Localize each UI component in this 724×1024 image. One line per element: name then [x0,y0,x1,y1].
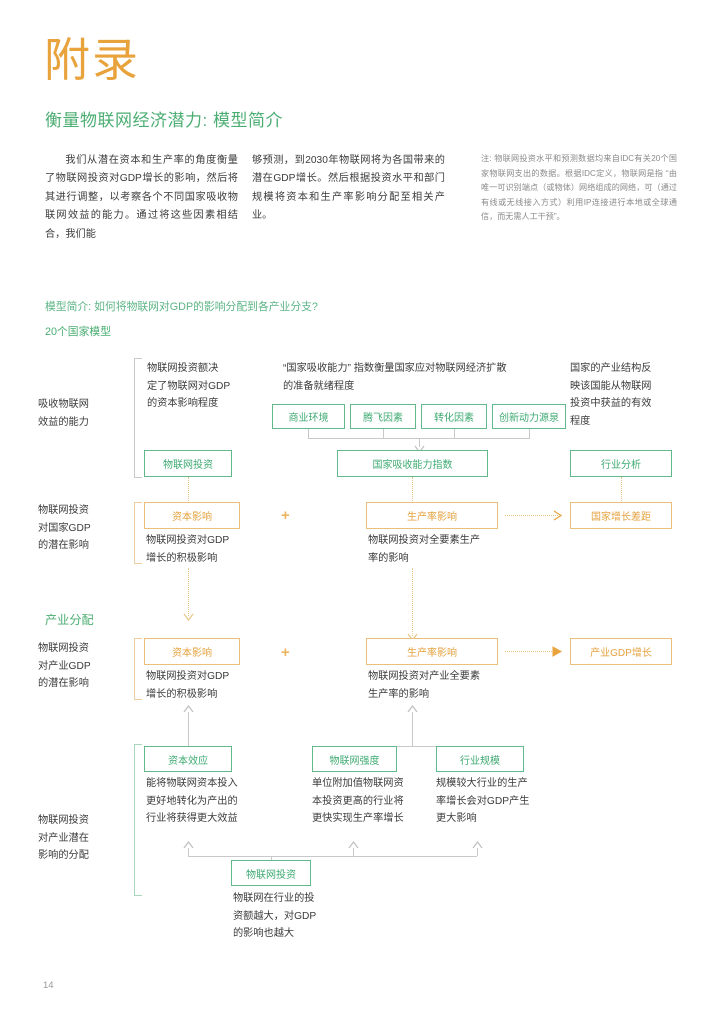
caption-iot-investment-sector: 物联网在行业的投 资额越大，对GDP 的影响也越大 [233,893,317,940]
box-capital-impact-country[interactable]: 资本影响 [144,502,240,529]
factor-box-transformation-label: 转化因素 [434,413,474,424]
body-column-1-text: 我们从潜在资本和生产率的角度衡量了物联网投资对GDP增长的影响，然后将其进行调整… [45,155,238,240]
caption-iot-intensity: 单位附加值物联网资 本投资更高的行业将 更快实现生产率增长 [312,778,404,825]
row4-bracket [134,744,142,896]
box-iot-intensity[interactable]: 物联网强度 [312,746,397,772]
page-number: 14 [43,980,54,991]
box-sector-gdp-growth-label: 产业GDP增长 [590,648,652,659]
operator-plus-sector: + [281,644,290,661]
connector-v-4 [529,429,530,438]
caption-capital-impact-sector: 物联网投资对GDP 增长的积极影响 [146,671,230,700]
drop-index [412,477,413,501]
row1-head-mid: “国家吸收能力” 指数衡量国家应对物联网经济扩散 的准备就绪程度 [283,363,507,392]
bottom-stem-scale [477,848,478,856]
row-label-allocation: 物联网投资 对产业潜在 影响的分配 [38,815,89,862]
row3-bracket [134,638,142,700]
arrow-up-productivity [407,705,418,713]
row1-bracket [134,358,142,478]
factor-box-innovation-label: 创新动力源泉 [499,413,559,424]
factor-box-business-environment-label: 商业环境 [288,413,329,424]
factor-box-business-environment[interactable]: 商业环境 [272,404,345,429]
connector-v-2 [383,429,384,438]
body-column-2: 够预测，到2030年物联网将为各国带来的潜在GDP增长。然后根据投资水平和部门规… [252,155,445,222]
factor-box-transformation[interactable]: 转化因素 [421,404,487,429]
body-column-1: 我们从潜在资本和生产率的角度衡量了物联网投资对GDP增长的影响，然后将其进行调整… [45,152,238,244]
caption-productivity-impact-country: 物联网投资对全要素生产 率的影响 [368,535,481,564]
box-iot-investment-sector-label: 物联网投资 [246,869,296,881]
caption-industry-scale: 规模较大行业的生产 率增长会对GDP产生 更大影响 [436,778,530,825]
row1-head-left: 物联网投资额决 定了物联网对GDP 的资本影响程度 [147,363,231,410]
row1-head-right: 国家的产业结构反 映该国能从物联网 投资中获益的有效 程度 [570,363,652,427]
row-label-sector-gdp: 物联网投资 对产业GDP 的潜在影响 [38,643,91,690]
up-line-capital [188,712,189,746]
bottom-bus-line [188,856,477,857]
box-industry-analysis[interactable]: 行业分析 [570,450,672,477]
box-iot-investment-country[interactable]: 物联网投资 [144,450,232,477]
connector-v-1 [308,429,309,438]
arrow-up-iot-intensity [348,841,359,849]
bottom-stem-intensity [353,848,354,856]
box-country-absorption-index-label: 国家吸收能力指数 [372,460,453,471]
bottom-stem-capital [188,848,189,856]
connector-v-3 [454,429,455,438]
arrow-up-capital-effect [183,841,194,849]
drop-industry [621,477,622,501]
box-productivity-impact-country-label: 生产率影响 [407,512,457,523]
drop-investment [188,477,189,501]
box-capital-impact-country-label: 资本影响 [172,512,212,523]
row2-bracket [134,502,142,564]
factor-box-takeoff[interactable]: 腾飞因素 [350,404,416,429]
row-label-absorb: 吸收物联网 效益的能力 [38,399,89,428]
diagram-subhead-country-model: 20个国家模型 [45,326,111,338]
caption-productivity-impact-sector: 物联网投资对产业全要素 生产率的影响 [368,671,481,700]
arrow-line-country-result [505,515,558,516]
caption-capital-impact-country: 物联网投资对GDP 增长的积极影响 [146,535,230,564]
box-iot-investment-country-label: 物联网投资 [163,460,213,471]
box-industry-analysis-label: 行业分析 [601,460,641,471]
section-title: 衡量物联网经济潜力: 模型简介 [45,111,283,130]
box-sector-gdp-growth[interactable]: 产业GDP增长 [570,638,672,665]
box-productivity-impact-sector[interactable]: 生产率影响 [366,638,498,665]
box-capital-impact-sector[interactable]: 资本影响 [144,638,240,665]
drop-productivity-row3 [412,568,413,636]
box-industry-scale[interactable]: 行业规模 [436,746,524,772]
appendix-title: 附录 [44,34,140,86]
box-capital-effect-label: 资本效应 [168,755,208,767]
arrow-up-industry-scale [472,841,483,849]
diagram-question: 模型简介: 如何将物联网对GDP的影响分配到各产业分支? [45,301,318,313]
box-productivity-impact-sector-label: 生产率影响 [407,648,457,659]
box-productivity-impact-country[interactable]: 生产率影响 [366,502,498,529]
box-country-growth-gap-label: 国家增长差距 [591,512,651,523]
connector-v-down [419,438,420,447]
row-label-country-gdp: 物联网投资 对国家GDP 的潜在影响 [38,505,91,552]
box-country-growth-gap[interactable]: 国家增长差距 [570,502,672,529]
box-capital-effect[interactable]: 资本效应 [144,746,232,772]
box-iot-intensity-label: 物联网强度 [329,755,380,767]
arrow-line-sector-result [505,651,558,652]
arrow-down-capital-row3 [183,613,194,621]
box-iot-investment-sector[interactable]: 物联网投资 [231,860,311,886]
box-capital-impact-sector-label: 资本影响 [172,648,212,659]
drop-capital-row3 [188,568,189,616]
diagram-subhead-sector: 产业分配 [45,613,94,627]
arrow-right-sector-result [552,646,563,657]
operator-plus-country: + [281,507,290,524]
up-line-productivity [412,712,413,746]
source-note: 注: 物联网投资水平和预测数据均来自IDC有关20个国家物联网支出的数据。根据I… [481,154,677,222]
bridge-row4-top [336,746,489,747]
factor-box-takeoff-label: 腾飞因素 [363,413,403,424]
box-industry-scale-label: 行业规模 [460,755,500,767]
factor-box-innovation[interactable]: 创新动力源泉 [492,404,566,429]
caption-capital-effect: 能将物联网资本投入 更好地转化为产出的 行业将获得更大效益 [146,778,238,825]
arrow-right-country-result [553,510,563,521]
arrow-up-capital [183,705,194,713]
box-country-absorption-index[interactable]: 国家吸收能力指数 [337,450,488,477]
